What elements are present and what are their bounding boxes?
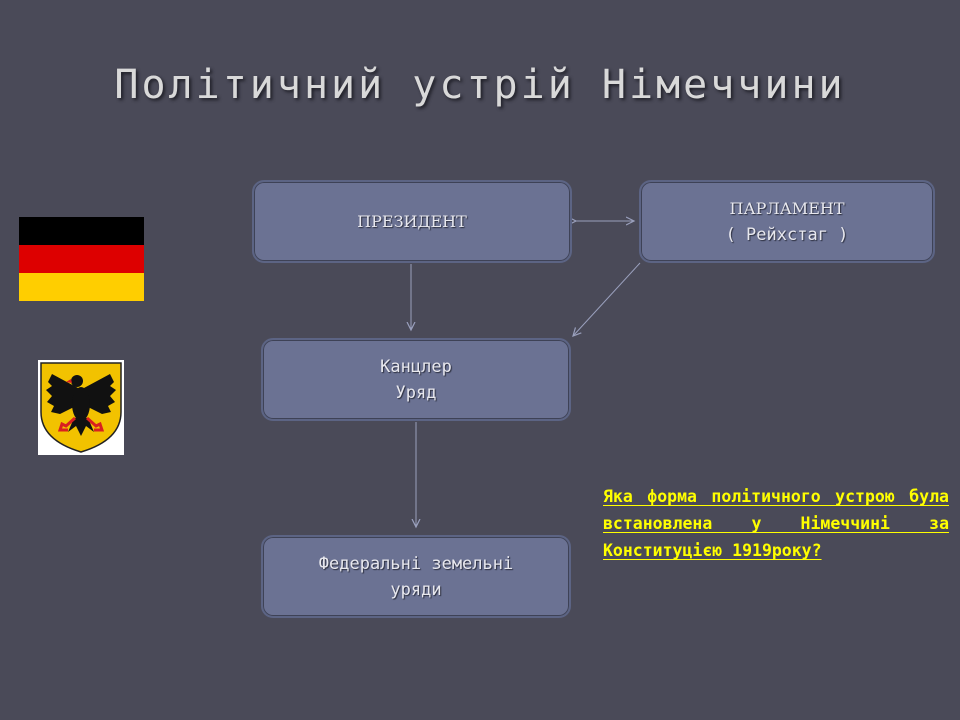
slide-title: Політичний устрій Німеччини xyxy=(114,62,846,108)
arrow-parliament-chancellor xyxy=(573,262,641,336)
federal-sublabel: уряди xyxy=(390,579,442,600)
german-flag-icon xyxy=(19,217,144,301)
president-box: ПРЕЗИДЕНТ xyxy=(252,180,572,263)
flag-stripe-red xyxy=(19,245,144,273)
parliament-label: ПАРЛАМЕНТ xyxy=(729,198,845,218)
chancellor-label: Канцлер xyxy=(380,356,452,377)
flag-stripe-black xyxy=(19,217,144,245)
federal-label: Федеральні земельні xyxy=(318,553,514,574)
parliament-box: ПАРЛАМЕНТ ( Рейхстаг ) xyxy=(639,180,935,263)
eagle-shield-icon xyxy=(40,362,122,453)
federal-governments-box: Федеральні земельні уряди xyxy=(261,535,571,618)
parliament-sublabel: ( Рейхстаг ) xyxy=(725,224,849,245)
government-label: Уряд xyxy=(395,382,437,403)
coat-of-arms-icon xyxy=(38,360,124,455)
president-label: ПРЕЗИДЕНТ xyxy=(357,211,467,231)
chancellor-box: Канцлер Уряд xyxy=(261,338,571,421)
flag-stripe-gold xyxy=(19,273,144,301)
question-text: Яка форма політичного устрою була встано… xyxy=(603,487,949,560)
